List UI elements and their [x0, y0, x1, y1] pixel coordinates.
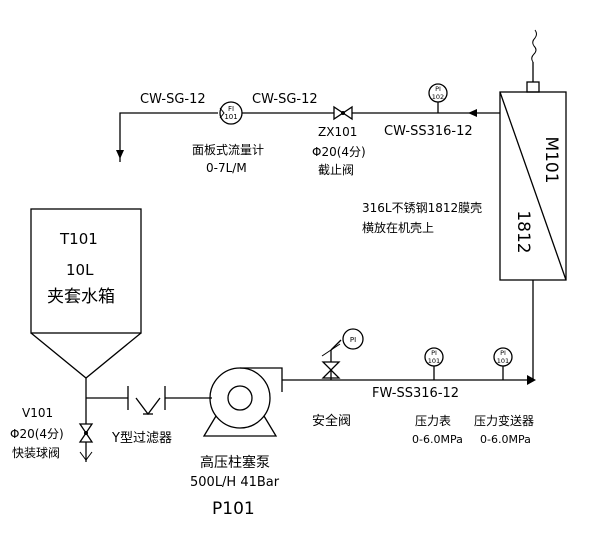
pressure-indicator-pi102: PI 102 — [428, 83, 448, 103]
plunger-pump-p101 — [202, 367, 283, 437]
flowmeter-label: 面板式流量计 — [192, 143, 264, 157]
y-strainer — [127, 386, 166, 416]
flow-arrow-left-icon — [468, 109, 477, 117]
top-pipeline — [116, 102, 500, 162]
safety-valve-gauge-tag: PI — [350, 336, 356, 344]
pump-tag: P101 — [212, 499, 255, 519]
membrane-tag: M101 — [541, 136, 561, 183]
filter-label: Y型过滤器 — [111, 431, 172, 446]
line-label-fw-ss316-12: FW-SS316-12 — [372, 386, 459, 401]
ball-valve-tag: V101 — [22, 406, 53, 420]
pump-spec: 500L/H 41Bar — [190, 475, 280, 490]
svg-text:102: 102 — [432, 93, 444, 101]
safety-valve: PI — [321, 328, 364, 380]
safety-valve-label: 安全阀 — [312, 413, 351, 429]
flow-arrow-right-icon — [527, 375, 536, 385]
flowmeter-fi101: FI 101 — [219, 101, 243, 125]
pump-label: 高压柱塞泵 — [200, 454, 270, 471]
pressure-transmitter-pi101: PI 101 — [493, 347, 513, 367]
line-label-cw-sg-12-right: CW-SG-12 — [252, 92, 318, 107]
line-label-cw-sg-12-left: CW-SG-12 — [140, 92, 206, 107]
pressure-gauge-range: 0-6.0MPa — [412, 433, 463, 446]
ball-valve-v101 — [78, 423, 94, 462]
membrane-note-1: 316L不锈钢1812膜壳 — [362, 201, 482, 215]
ball-valve-label: 快装球阀 — [12, 446, 60, 460]
membrane-note-2: 横放在机壳上 — [362, 220, 434, 235]
svg-text:101: 101 — [428, 357, 440, 365]
flowmeter-range: 0-7L/M — [206, 161, 247, 175]
tank-volume: 10L — [66, 261, 94, 279]
bottom-pipeline — [85, 280, 536, 424]
svg-text:FI: FI — [228, 105, 234, 113]
membrane-model: 1812 — [513, 210, 533, 253]
pressure-gauge-pi101: PI 101 — [424, 347, 444, 367]
flow-arrow-down-icon — [116, 150, 124, 159]
stop-valve-tag: ZX101 — [318, 125, 357, 139]
stop-valve-zx101 — [333, 105, 353, 121]
stop-valve-size: Φ20(4分) — [312, 145, 366, 159]
line-label-cw-ss316-12: CW-SS316-12 — [384, 124, 473, 139]
stop-valve-label: 截止阀 — [318, 163, 354, 177]
wire-icon — [531, 29, 537, 63]
svg-text:PI: PI — [435, 85, 441, 93]
pressure-transmitter-range: 0-6.0MPa — [480, 433, 531, 446]
svg-text:101: 101 — [497, 357, 509, 365]
svg-text:PI: PI — [500, 349, 506, 357]
tank-tag: T101 — [59, 230, 98, 248]
svg-text:PI: PI — [431, 349, 437, 357]
ball-valve-size: Φ20(4分) — [10, 427, 64, 441]
pressure-gauge-label: 压力表 — [415, 414, 451, 428]
svg-text:101: 101 — [224, 113, 237, 121]
pressure-transmitter-label: 压力变送器 — [474, 413, 534, 428]
tank-label: 夹套水箱 — [47, 287, 115, 307]
